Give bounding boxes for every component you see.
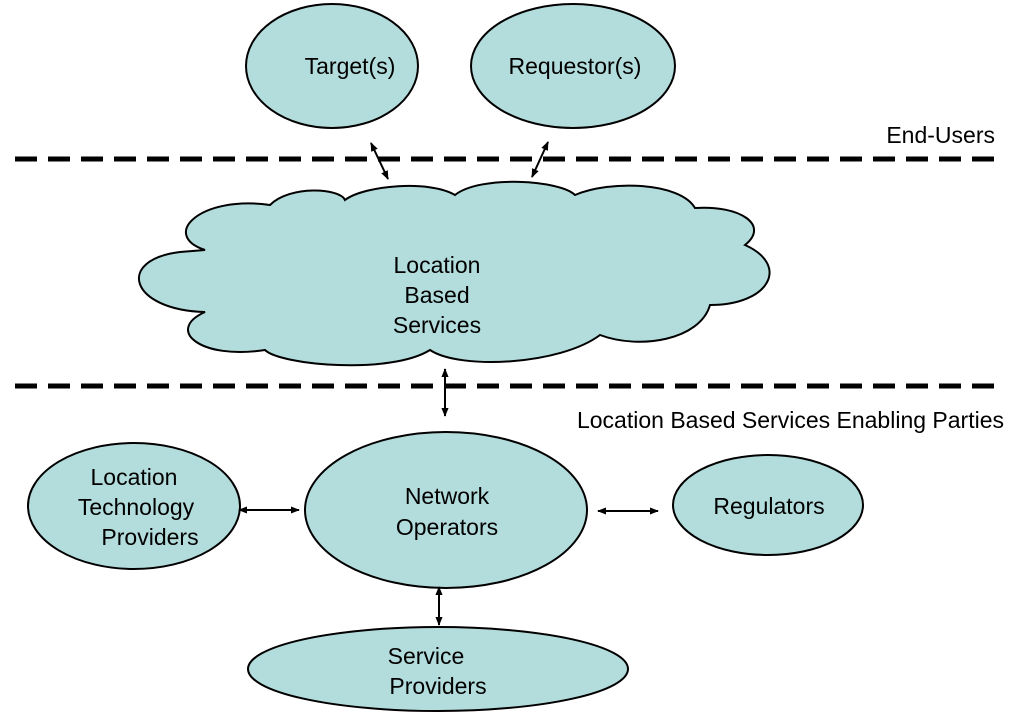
network-operators-label-line2: Operators <box>396 514 498 540</box>
requestors-label: Requestor(s) <box>509 53 642 79</box>
lbs-label-line1: Location <box>394 252 481 278</box>
targets-node: Target(s) <box>245 3 419 129</box>
regulators-label: Regulators <box>713 493 824 519</box>
ltp-label-line2: Technology <box>78 494 195 520</box>
regulators-node: Regulators <box>672 454 864 556</box>
network-operators-node: Network Operators <box>304 431 588 589</box>
ltp-label-line3: Providers <box>101 524 198 550</box>
location-technology-providers-node: Location Technology Providers <box>27 442 241 570</box>
requestors-node: Requestor(s) <box>470 3 676 129</box>
targets-label: Target(s) <box>305 53 396 79</box>
service-providers-label-line2: Providers <box>389 673 486 699</box>
service-providers-label-line1: Service <box>388 643 465 669</box>
arrow-requestors-lbs <box>531 141 549 178</box>
lbs-cloud: Location Based Services <box>137 180 771 367</box>
lbs-label-line3: Services <box>393 312 481 338</box>
enabling-parties-label: Location Based Services Enabling Parties <box>577 407 1004 433</box>
arrow-targets-lbs <box>370 142 389 180</box>
network-operators-label-line1: Network <box>405 483 490 509</box>
end-users-label: End-Users <box>886 122 995 148</box>
service-providers-node: Service Providers <box>247 626 629 712</box>
lbs-label-line2: Based <box>404 282 469 308</box>
ltp-label-line1: Location <box>91 464 178 490</box>
